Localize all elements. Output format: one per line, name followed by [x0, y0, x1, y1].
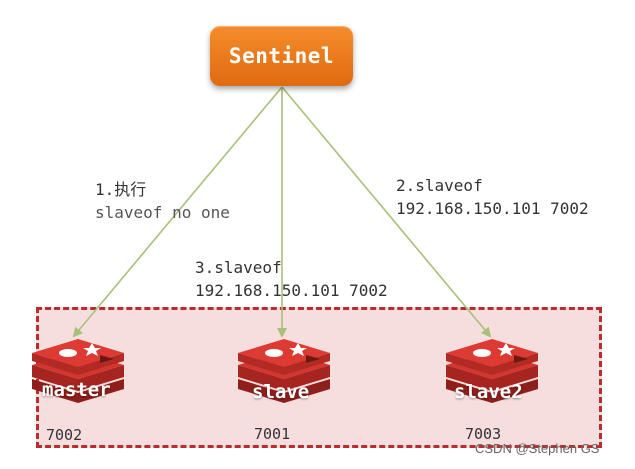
- node-port-master: 7002: [46, 426, 83, 444]
- redis-logo-icon: [446, 339, 538, 403]
- sentinel-node: Sentinel: [210, 26, 353, 86]
- step3-title: 3.slaveof: [195, 258, 282, 277]
- node-name-master: master: [42, 379, 111, 401]
- step2-address: 192.168.150.101 7002: [396, 199, 589, 218]
- redis-logo-icon: [32, 339, 124, 403]
- step1-command: slaveof no one: [95, 203, 230, 222]
- step2-title: 2.slaveof: [396, 176, 483, 195]
- node-name-slave2: slave2: [454, 381, 523, 403]
- node-port-slave2: 7003: [465, 425, 502, 443]
- step1-title: 1.执行: [95, 180, 147, 199]
- step3-address: 192.168.150.101 7002: [195, 281, 388, 300]
- sentinel-label: Sentinel: [228, 44, 335, 68]
- node-port-slave: 7001: [254, 425, 291, 443]
- arrow-to-master: [72, 86, 283, 338]
- arrow-to-slave2: [281, 86, 492, 338]
- redis-logo-icon: [238, 339, 330, 403]
- node-name-slave: slave: [252, 381, 310, 403]
- watermark: CSDN @Stephen GS: [475, 441, 600, 456]
